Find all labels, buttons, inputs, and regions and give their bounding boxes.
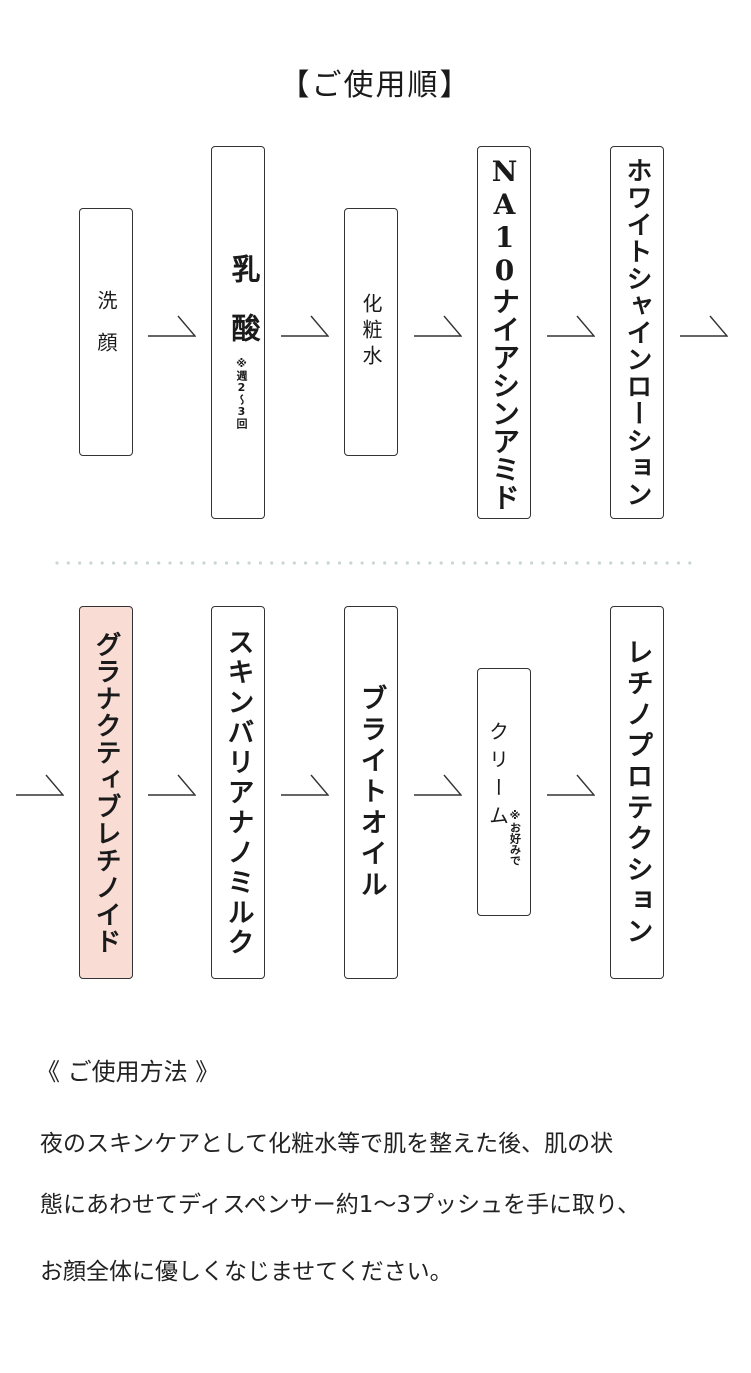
step-label: ホワイトシャインローション [622,157,652,508]
usage-line-1: 夜のスキンケアとして化粧水等で肌を整えた後、肌の状 [40,1131,614,1157]
arrow-icon [148,773,196,797]
step-label: NA10ナイアシンアミド [488,154,521,511]
step-na10-niacinamide: NA10ナイアシンアミド [477,146,531,519]
arrow-icon [148,314,196,338]
step-label: スキンバリアナノミルク [222,627,254,958]
step-label: 洗顔 [94,290,118,374]
arrow-icon [281,314,329,338]
arrow-icon [547,773,595,797]
arrow-icon [281,773,329,797]
step-white-shine-lotion: ホワイトシャインローション [610,146,664,519]
usage-line-2: 態にあわせてディスペンサー約1〜3プッシュを手に取り、 [40,1192,641,1218]
arrow-icon [547,314,595,338]
step-note: ※週2〜3回 [235,356,248,429]
step-label: グラナクティブレチノイド [91,630,121,955]
step-retino-protection: レチノプロテクション [610,606,664,979]
arrow-icon [414,314,462,338]
step-note: ※お好みで [508,808,522,866]
step-cream: クリーム ※お好みで [477,668,531,916]
arrow-icon [414,773,462,797]
step-label: 乳酸 [227,253,261,372]
step-lactic-acid: 乳酸 ※週2〜3回 [211,146,265,519]
dotted-divider [55,560,695,566]
page-title: 【ご使用順】 [279,68,472,103]
step-label: クリーム [485,721,510,833]
step-granactive-retinoid: グラナクティブレチノイド [79,606,133,979]
step-label: レチノプロテクション [621,637,653,948]
step-toner: 化粧水 [344,208,398,456]
arrow-icon [16,773,64,797]
step-skin-barrier-nano-milk: スキンバリアナノミルク [211,606,265,979]
usage-line-3: お顔全体に優しくなじませてください。 [40,1259,453,1285]
step-label: ブライトオイル [355,684,387,901]
usage-heading: 《 ご使用方法 》 [36,1058,220,1086]
arrow-icon [680,314,728,338]
step-label: 化粧水 [359,293,383,371]
step-bright-oil: ブライトオイル [344,606,398,979]
step-face-wash: 洗顔 [79,208,133,456]
